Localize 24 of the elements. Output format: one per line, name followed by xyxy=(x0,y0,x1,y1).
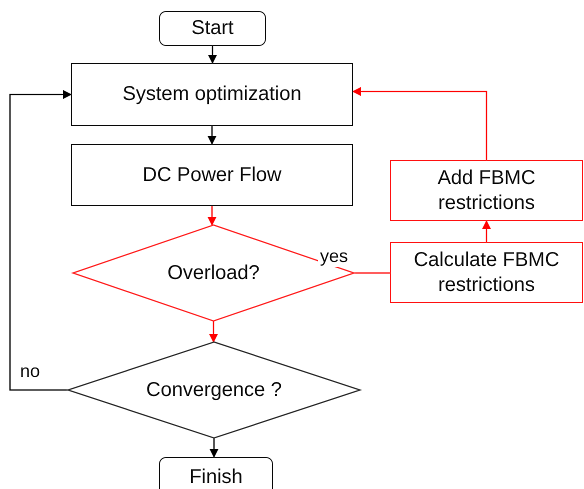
node-label: Finish xyxy=(188,464,244,489)
end-terminal xyxy=(159,457,273,489)
process-box xyxy=(390,160,583,221)
process-box xyxy=(390,242,583,303)
node-label: Convergence ? xyxy=(145,378,283,402)
arrow xyxy=(9,90,72,391)
node-label: System optimization xyxy=(122,82,302,107)
start-terminal xyxy=(159,11,266,46)
process-box xyxy=(71,63,353,126)
arrow xyxy=(208,46,217,64)
decision-diamond xyxy=(73,225,354,321)
node-label: Add FBMC restrictions xyxy=(436,166,536,215)
node-label: DC Power Flow xyxy=(142,162,282,188)
node-label: Start xyxy=(190,16,235,41)
arrow xyxy=(208,206,216,226)
node-label: Calculate FBMC restrictions xyxy=(412,248,560,297)
process-box xyxy=(71,144,353,206)
arrow xyxy=(209,321,218,343)
node-label: Overload? xyxy=(166,260,261,286)
arrow xyxy=(482,220,491,242)
decision-diamond xyxy=(68,342,360,438)
arrow xyxy=(352,87,488,160)
arrow xyxy=(208,126,216,145)
arrow xyxy=(210,438,218,458)
